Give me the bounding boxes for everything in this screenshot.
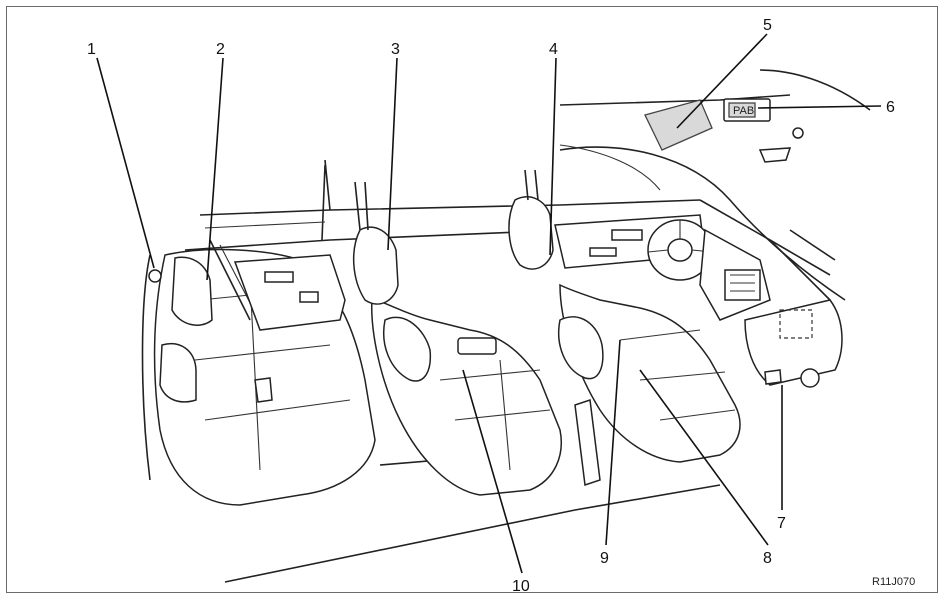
passenger-headrest bbox=[352, 226, 399, 305]
leader-line-8 bbox=[639, 369, 769, 546]
callout-7: 7 bbox=[777, 515, 786, 532]
reference-code: R11J070 bbox=[872, 576, 915, 588]
driver-headrest bbox=[508, 196, 554, 270]
rear-armrest bbox=[159, 343, 197, 403]
callout-8: 8 bbox=[763, 550, 772, 567]
sun-visor bbox=[644, 99, 713, 151]
leader-line-1 bbox=[96, 57, 155, 269]
rear-headrest-left bbox=[171, 256, 213, 326]
callout-labels: 1 2 3 4 5 6 7 8 9 10 bbox=[87, 17, 895, 595]
leader-line-2 bbox=[206, 57, 224, 281]
leader-line-4 bbox=[549, 57, 557, 256]
callout-1: 1 bbox=[87, 41, 96, 58]
dashboard bbox=[647, 219, 843, 388]
passenger-seatback-airbag bbox=[383, 316, 432, 382]
leader-line-9 bbox=[605, 339, 621, 546]
callout-2: 2 bbox=[216, 41, 225, 58]
overhead-lamp bbox=[792, 127, 804, 139]
callout-5: 5 bbox=[763, 17, 772, 34]
front-driver-seat bbox=[508, 169, 741, 487]
front-passenger-seat bbox=[352, 181, 562, 496]
callout-4: 4 bbox=[549, 41, 558, 58]
callout-6: 6 bbox=[886, 99, 895, 116]
rear-door-pillar bbox=[141, 254, 151, 481]
callout-3: 3 bbox=[391, 41, 400, 58]
rear-door-panel bbox=[233, 254, 346, 331]
leader-lines bbox=[96, 33, 882, 574]
pab-indicator-text: PAB bbox=[733, 105, 754, 117]
leader-line-5 bbox=[676, 33, 768, 129]
callout-9: 9 bbox=[600, 550, 609, 567]
passenger-airbag-module bbox=[744, 299, 843, 386]
rearview-mirror bbox=[758, 147, 792, 163]
driver-seatback-airbag bbox=[558, 316, 604, 380]
leader-line-3 bbox=[387, 57, 398, 251]
callout-10: 10 bbox=[512, 578, 530, 595]
leader-line-10 bbox=[462, 369, 523, 574]
overhead-area: PAB bbox=[644, 98, 804, 163]
seatbelt-anchor bbox=[148, 269, 162, 283]
center-console bbox=[457, 337, 497, 355]
pab-indicator-light bbox=[728, 102, 756, 118]
leader-line-6 bbox=[757, 105, 882, 109]
glovebox-knob bbox=[800, 368, 820, 388]
